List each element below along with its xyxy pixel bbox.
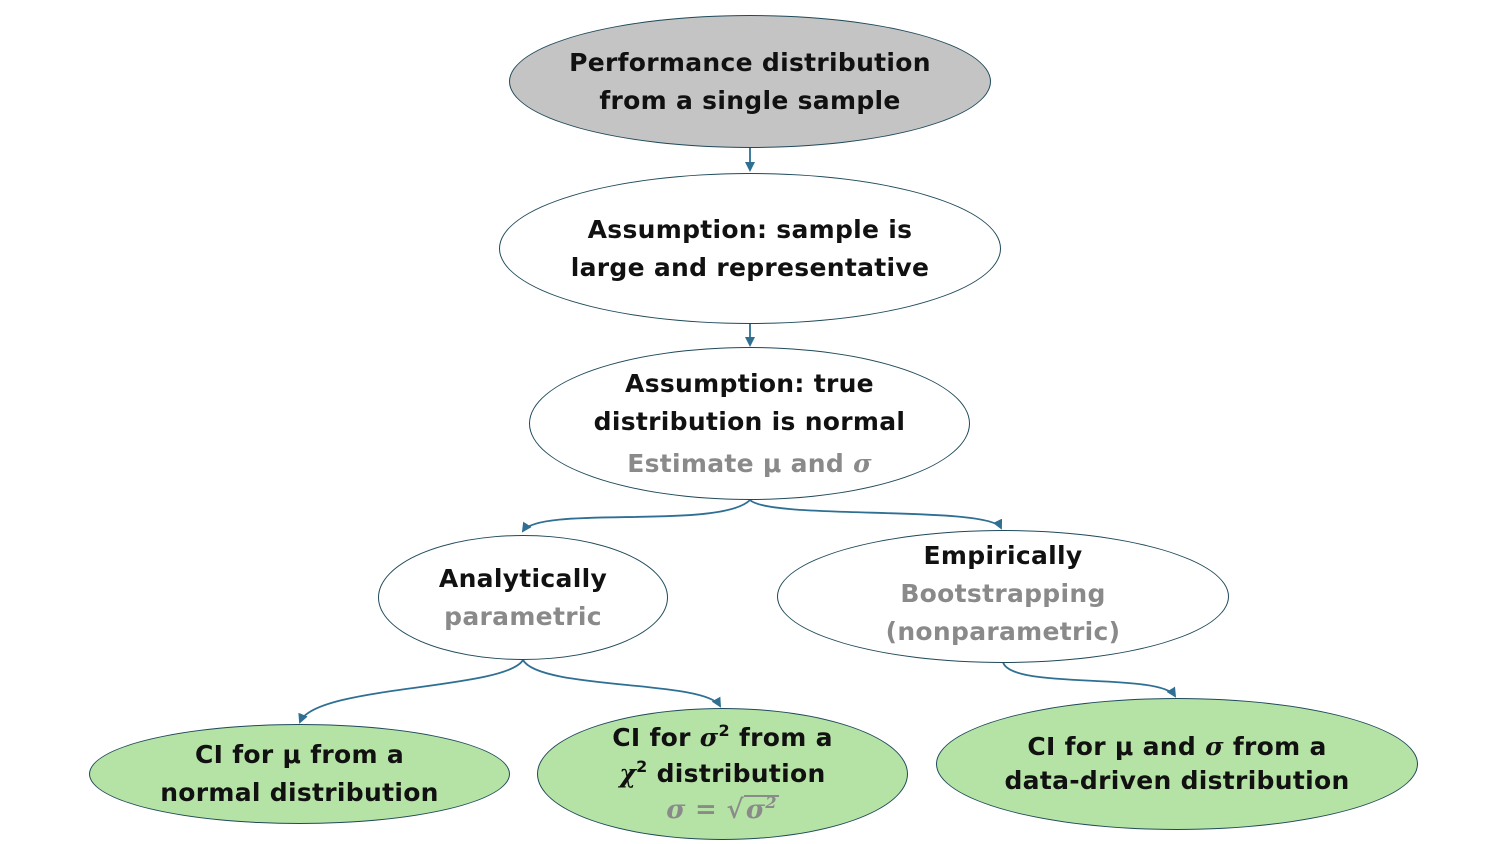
arrow-analytically-to-ci-mu bbox=[298, 659, 524, 724]
ci-both-node: CI for μ and σ from a data-driven distri… bbox=[936, 698, 1418, 830]
ci-sigma-pre: CI for bbox=[612, 723, 700, 752]
sigma-squared-symbol: σ bbox=[699, 723, 719, 752]
ci-both-sigma-symbol: σ bbox=[1205, 732, 1224, 761]
analytically-node: Analytically parametric bbox=[378, 535, 668, 660]
nonparametric-label: (nonparametric) bbox=[885, 616, 1121, 646]
ci-both-pre: CI for μ and bbox=[1027, 732, 1206, 761]
sigma-exponent: 2 bbox=[718, 721, 730, 740]
ci-mu-line2: normal distribution bbox=[160, 778, 439, 807]
arrow-empirically-to-ci-both bbox=[1002, 661, 1177, 698]
assumption-sample-line2: large and representative bbox=[570, 252, 930, 282]
ci-both-post: from a bbox=[1223, 732, 1327, 761]
sqrt-sign: √ bbox=[726, 795, 744, 825]
sigma-symbol: σ bbox=[853, 448, 872, 478]
ci-both-line1: CI for μ and σ from a bbox=[1027, 730, 1326, 764]
arrow-analytically-to-ci-sigma bbox=[522, 659, 722, 708]
assumption-sample-line1: Assumption: sample is bbox=[587, 214, 913, 244]
ci-sigma-line1: CI for σ2 from a bbox=[612, 720, 833, 756]
root-node-line1: Performance distribution bbox=[569, 47, 931, 77]
estimate-mu-sigma-label: Estimate μ and σ bbox=[627, 445, 872, 483]
radicand-sigma: σ bbox=[745, 795, 766, 825]
radicand-exponent: 2 bbox=[765, 793, 777, 812]
parametric-label: parametric bbox=[444, 601, 602, 631]
sigma-sqrt-formula: σ = √σ2 bbox=[666, 792, 779, 828]
root-node-performance-distribution: Performance distribution from a single s… bbox=[509, 15, 991, 148]
radicand: σ2 bbox=[743, 793, 779, 825]
bootstrapping-label: Bootstrapping bbox=[900, 578, 1106, 608]
assumption-normal-line2: distribution is normal bbox=[593, 406, 906, 436]
chi-exponent: 2 bbox=[636, 757, 648, 776]
arrow-normal-to-analytically bbox=[521, 499, 751, 533]
chi-post: distribution bbox=[647, 759, 826, 788]
root-node-line2: from a single sample bbox=[599, 85, 901, 115]
ci-sigma-post: from a bbox=[729, 723, 833, 752]
analytically-title: Analytically bbox=[438, 563, 608, 593]
assumption-sample-node: Assumption: sample is large and represen… bbox=[499, 173, 1001, 324]
ci-mu-line1: CI for μ from a bbox=[194, 740, 405, 769]
ci-both-line2: data-driven distribution bbox=[1004, 766, 1350, 795]
chi-symbol: χ bbox=[619, 759, 637, 788]
ci-sigma-line2: χ2 distribution bbox=[619, 756, 825, 792]
arrow-normal-to-empirically bbox=[749, 499, 1002, 530]
estimate-prefix: Estimate μ and bbox=[627, 448, 854, 478]
formula-lhs: σ = bbox=[666, 795, 727, 825]
assumption-normal-line1: Assumption: true bbox=[625, 368, 874, 398]
empirically-node: Empirically Bootstrapping (nonparametric… bbox=[777, 530, 1229, 663]
ci-sigma-node: CI for σ2 from a χ2 distribution σ = √σ2 bbox=[537, 708, 908, 840]
assumption-normal-node: Assumption: true distribution is normal … bbox=[529, 347, 970, 500]
ci-mu-node: CI for μ from a normal distribution bbox=[89, 724, 510, 824]
empirically-title: Empirically bbox=[923, 540, 1083, 570]
